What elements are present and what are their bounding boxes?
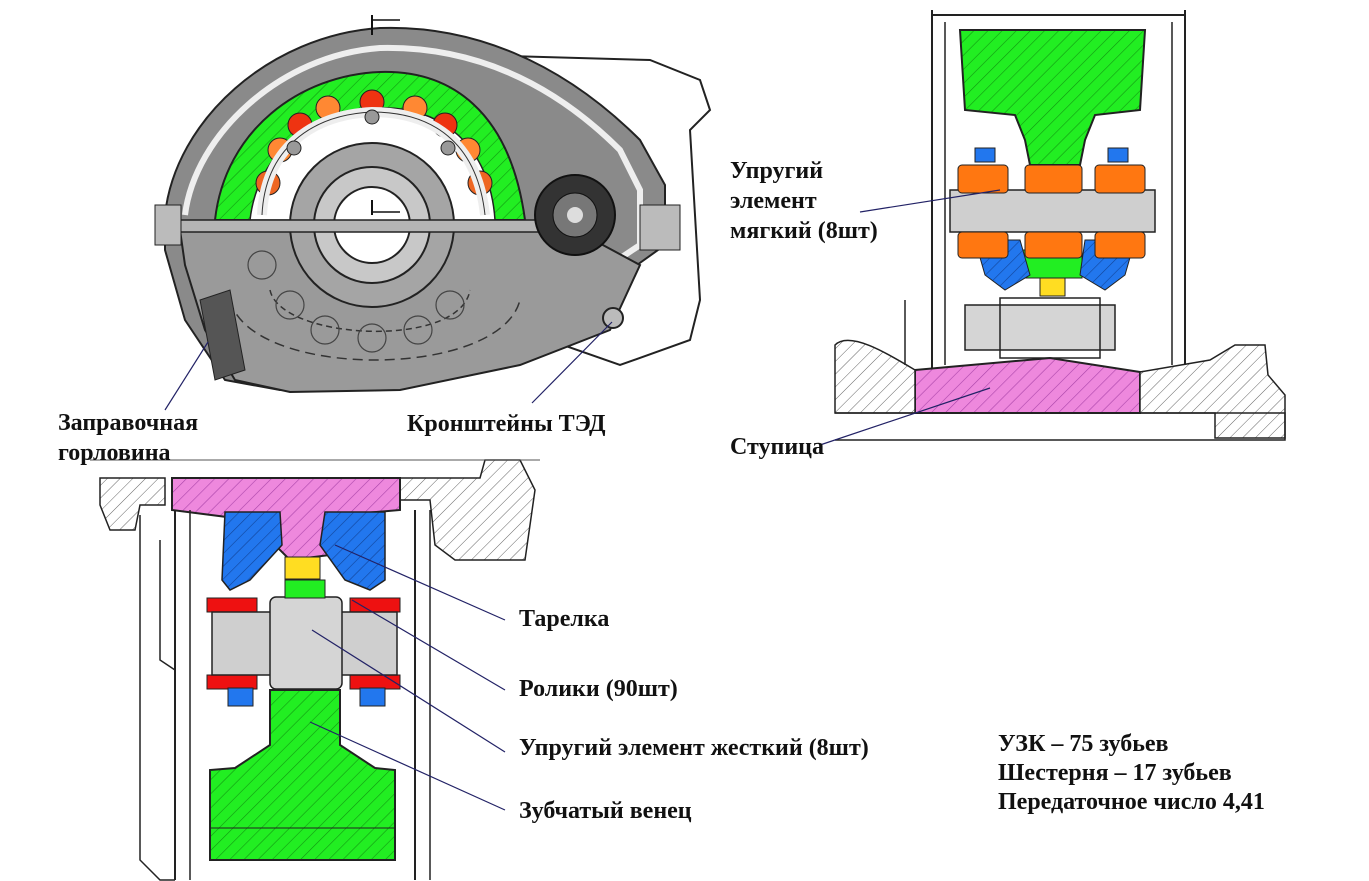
gear-specs: УЗК – 75 зубьев Шестерня – 17 зубьев Пер… [998,730,1265,817]
label-hard-elastic-element: Упругий элемент жесткий (8шт) [519,735,869,761]
roller-chain-ring [255,89,493,216]
spec-line-pinion-teeth: Шестерня – 17 зубьев [998,760,1232,786]
label-filler-neck: Заправочная горловина [58,410,199,466]
section-bottom-left [90,459,540,881]
dish-right [319,511,386,591]
leader-lines [164,189,1001,811]
gear-rim-bottom [209,689,396,861]
bracket-right [639,204,681,251]
dish-left [221,511,283,591]
gearbox-side-view [154,15,712,394]
lower-shaft [964,304,1116,351]
label-rollers: Ролики (90шт) [519,676,678,702]
label-gear-rim: Зубчатый венец [519,798,692,824]
label-dish: Тарелка [519,606,610,632]
hub-top-section [914,356,1141,414]
label-soft-elastic-element: Упругий элемент мягкий (8шт) [730,158,878,244]
gear-rim-top [958,29,1147,166]
spec-line-gear-teeth: УЗК – 75 зубьев [998,731,1169,757]
bracket-left [154,204,182,246]
label-motor-brackets: Кронштейны ТЭД [407,411,606,437]
filler-neck [199,289,246,381]
label-hub: Ступица [730,434,824,460]
section-top-right [834,10,1286,441]
bracket-bolt [602,307,624,329]
spec-line-ratio: Передаточное число 4,41 [998,789,1265,815]
lower-housing [178,229,642,394]
elastic-shaft [949,189,1156,233]
split-flange [177,219,579,233]
soft-elastic-elements [957,164,1146,259]
